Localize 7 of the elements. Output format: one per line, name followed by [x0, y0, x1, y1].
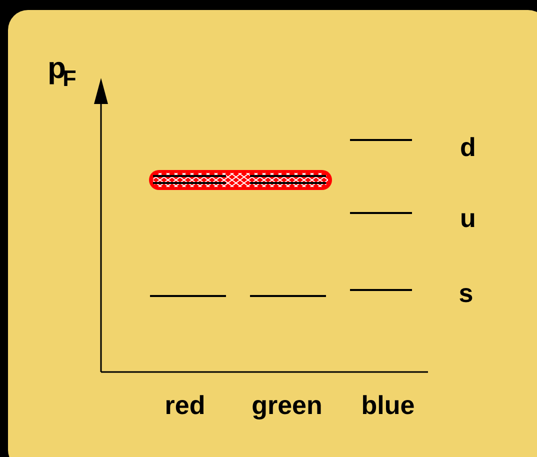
color-label: green — [252, 392, 322, 418]
level-label: s — [458, 280, 474, 306]
color-label: blue — [361, 392, 415, 418]
axis-label: p$_{F}$ — [48, 54, 76, 90]
level-label: d — [460, 134, 476, 160]
level-label: u — [460, 205, 476, 231]
color-label: red — [164, 392, 206, 418]
